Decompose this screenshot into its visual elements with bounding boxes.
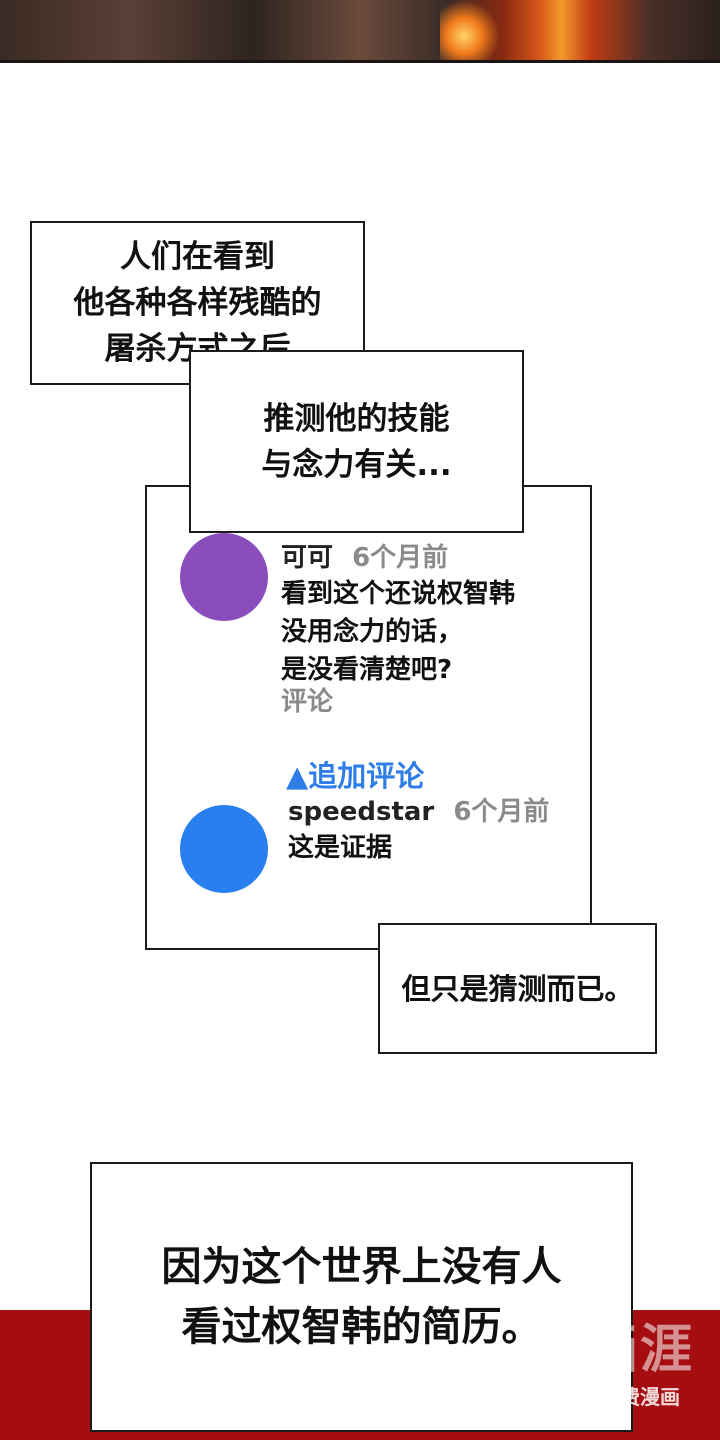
comment-2-time: 6个月前 bbox=[453, 797, 550, 827]
watermark-logo: 画涯 bbox=[585, 1320, 694, 1380]
caption-2-line-2: 与念力有关... bbox=[261, 446, 452, 483]
comment-1-text-line-3: 是没看清楚吧? bbox=[281, 655, 453, 685]
comment-panel: 可可 6个月前 看到这个还说权智韩 没用念力的话， 是没看清楚吧? 评论 ▲追加… bbox=[145, 485, 592, 950]
comment-1-reply-link: 评论 bbox=[281, 687, 334, 717]
caption-1-line-1: 人们在看到 bbox=[120, 239, 275, 275]
watermark-text: 免费漫画 bbox=[600, 1385, 680, 1409]
watermark: 画涯 免费漫画 bbox=[560, 1318, 720, 1428]
avatar-user-1 bbox=[180, 533, 268, 621]
comment-1-text-line-2: 没用念力的话， bbox=[281, 617, 464, 647]
fire-artwork bbox=[440, 0, 500, 60]
caption-4-line-1: 因为这个世界上没有人 bbox=[161, 1244, 562, 1290]
caption-4-line-2: 看过权智韩的简历。 bbox=[181, 1304, 542, 1350]
avatar-user-2 bbox=[180, 805, 268, 893]
comment-1-text-line-1: 看到这个还说权智韩 bbox=[281, 579, 516, 609]
comment-1-header: 可可 6个月前 bbox=[281, 543, 448, 573]
comment-1-time: 6个月前 bbox=[352, 543, 449, 573]
caption-2-line-1: 推测他的技能 bbox=[263, 400, 450, 437]
comment-1-username: 可可 bbox=[281, 543, 334, 573]
caption-3-line-1: 但只是猜测而已。 bbox=[401, 971, 634, 1006]
comment-2-header: speedstar 6个月前 bbox=[288, 797, 549, 827]
caption-box-3: 但只是猜测而已。 bbox=[378, 923, 657, 1054]
caption-1-line-2: 他各种各样残酷的 bbox=[73, 285, 322, 321]
add-comment-link: ▲追加评论 bbox=[286, 759, 425, 793]
comment-2-username: speedstar bbox=[288, 797, 435, 827]
caption-box-2: 推测他的技能 与念力有关... bbox=[189, 350, 524, 533]
caption-box-4: 因为这个世界上没有人 看过权智韩的简历。 bbox=[90, 1162, 633, 1432]
top-art-strip bbox=[0, 0, 720, 63]
comment-2-text-line-1: 这是证据 bbox=[288, 833, 393, 863]
